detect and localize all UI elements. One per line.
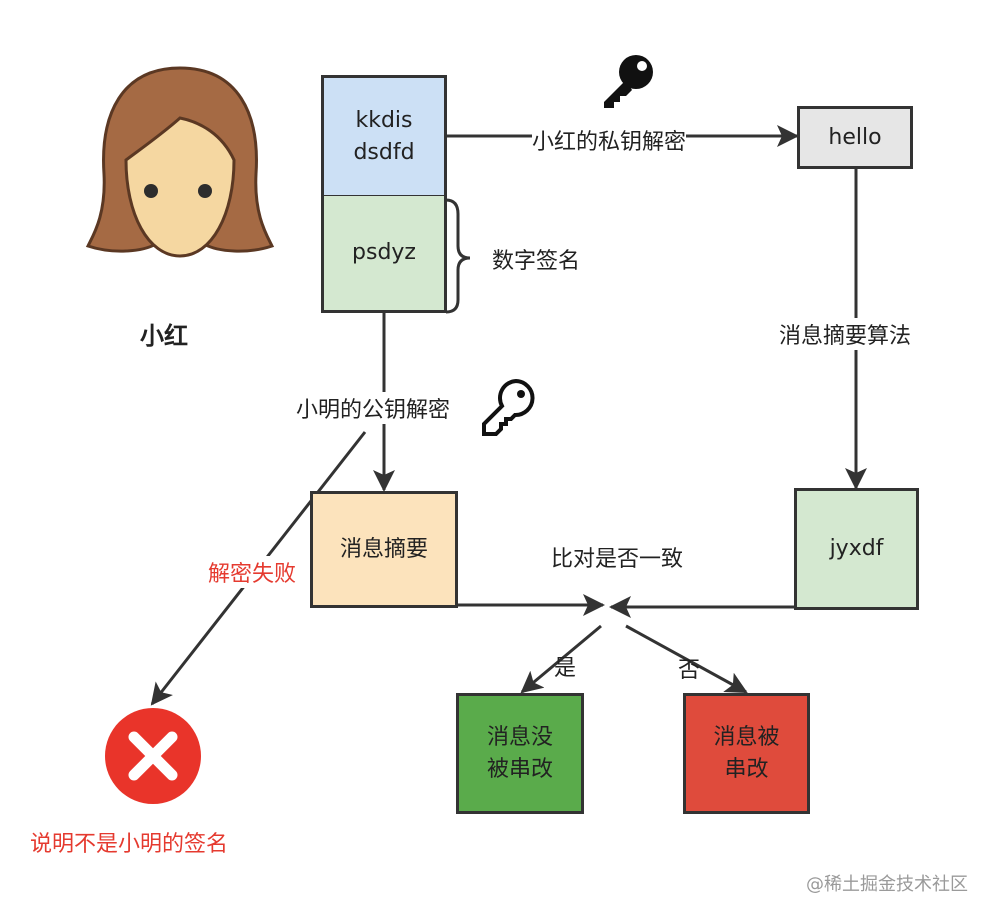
error-x-icon [105,708,201,804]
yes-label: 是 [554,656,577,681]
private-decrypt-label: 小红的私钥解密 [532,124,687,156]
signature-label: 数字签名 [492,243,581,275]
no-label: 否 [678,658,701,683]
result-tampered-box: 消息被 串改 [683,693,810,814]
compare-label: 比对是否一致 [551,547,684,572]
public-decrypt-label: 小明的公钥解密 [296,392,451,424]
not-signature-label: 说明不是小明的签名 [30,826,229,858]
watermark: @稀土掘金技术社区 [806,874,968,895]
signature-box: psdyz [321,195,447,313]
person-name: 小红 [140,322,188,350]
decrypt-fail-label: 解密失败 [208,556,297,588]
hash-algo-label: 消息摘要算法 [779,318,912,350]
arrow-yes [520,624,602,694]
hello-box: hello [797,106,913,169]
key-outline-icon [482,378,535,436]
key-icon [604,55,653,108]
computed-digest-box: jyxdf [794,488,919,610]
woman-avatar-icon [85,66,275,258]
ciphertext-box: kkdis dsdfd [321,75,447,196]
signature-brace [445,198,471,314]
result-ok-box: 消息没 被串改 [456,693,584,814]
arrow-no [625,624,748,694]
digest-box: 消息摘要 [310,491,458,608]
